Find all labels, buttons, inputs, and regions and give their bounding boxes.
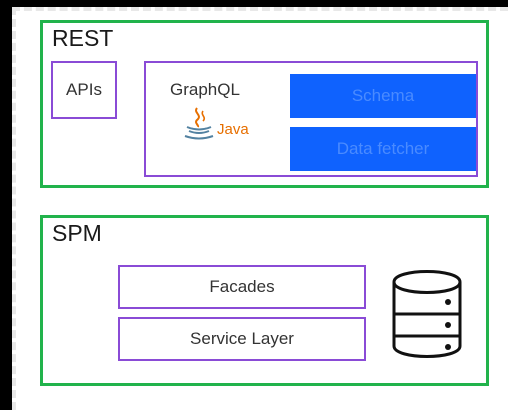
- service-layer-box: Service Layer: [118, 317, 366, 361]
- data-fetcher-label: Data fetcher: [336, 139, 430, 158]
- facades-box: Facades: [118, 265, 366, 309]
- rest-group: REST APIs GraphQL Java Schema Data fetch…: [40, 20, 489, 188]
- service-layer-label: Service Layer: [190, 329, 294, 348]
- spm-group: SPM Facades Service Layer: [40, 215, 489, 386]
- java-logo-icon: Java: [184, 107, 249, 140]
- apis-box: APIs: [51, 61, 117, 119]
- graphql-label: GraphQL: [170, 80, 240, 99]
- facades-label: Facades: [209, 277, 275, 296]
- apis-label: APIs: [66, 80, 102, 99]
- database-icon: [392, 270, 462, 358]
- graphql-box: GraphQL Java Schema Data fetcher: [144, 61, 478, 177]
- schema-label: Schema: [351, 86, 415, 105]
- spm-title: SPM: [52, 220, 102, 246]
- rest-title: REST: [52, 25, 114, 51]
- java-logo-text: Java: [217, 121, 249, 138]
- schema-box: Schema: [290, 74, 476, 118]
- data-fetcher-box: Data fetcher: [290, 127, 476, 171]
